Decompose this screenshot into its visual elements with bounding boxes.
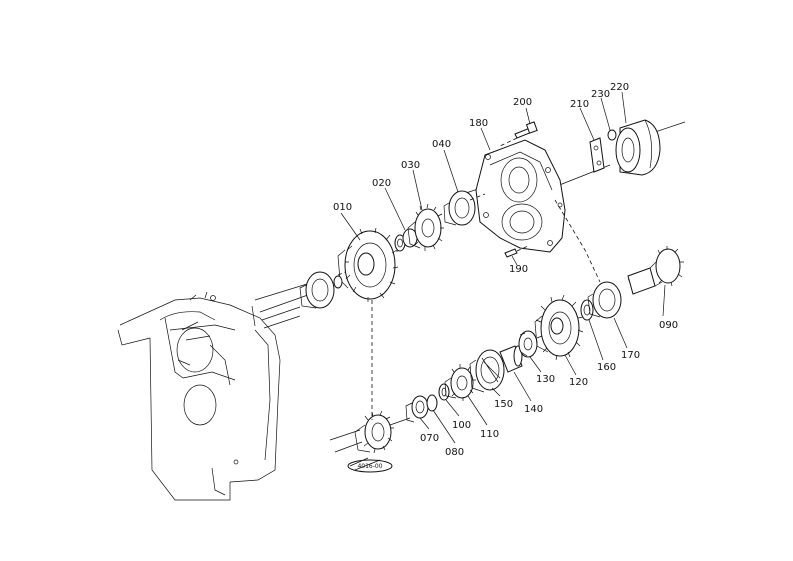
label-140: 140 — [524, 404, 543, 415]
label-100: 100 — [452, 420, 471, 431]
part-200-bolt — [499, 121, 538, 147]
callout-leaders — [340, 91, 666, 444]
part-120-gear — [534, 294, 584, 361]
part-030-gear — [407, 203, 444, 251]
label-130: 130 — [536, 374, 555, 385]
part-010-bearing — [299, 271, 343, 309]
label-010: 010 — [333, 202, 352, 213]
part-220-cap — [615, 119, 661, 176]
part-140-sleeve — [499, 345, 523, 373]
part-080-snap-ring — [426, 394, 438, 412]
label-110: 110 — [480, 429, 499, 440]
part-010-gear — [337, 227, 399, 302]
part-130-needle-bearing — [518, 330, 538, 358]
transmission-case — [117, 291, 281, 501]
part-180-housing-cover — [475, 139, 566, 253]
part-160-washer — [580, 299, 594, 321]
label-210: 210 — [570, 99, 589, 110]
part-210-plate — [589, 137, 605, 173]
label-070: 070 — [420, 433, 439, 444]
part-110-gear — [444, 364, 476, 401]
label-030: 030 — [401, 160, 420, 171]
label-200: 200 — [513, 97, 532, 108]
label-020: 020 — [372, 178, 391, 189]
label-040: 040 — [432, 139, 451, 150]
label-190: 190 — [509, 264, 528, 275]
part-170-bearing — [587, 281, 622, 319]
part-070-needle-bearing — [405, 395, 429, 423]
label-170: 170 — [621, 350, 640, 361]
stamp-label: 4016-00 — [357, 463, 382, 470]
label-150: 150 — [494, 399, 513, 410]
label-160: 160 — [597, 362, 616, 373]
label-090: 090 — [659, 320, 678, 331]
part-230-washer — [607, 129, 617, 141]
part-100-washer — [438, 383, 450, 401]
lower-drive-gear — [354, 410, 394, 454]
part-150-shift-collar — [469, 349, 505, 393]
label-180: 180 — [469, 118, 488, 129]
label-120: 120 — [569, 377, 588, 388]
label-230: 230 — [591, 89, 610, 100]
label-220: 220 — [610, 82, 629, 93]
assembly-guide-lines — [371, 193, 601, 420]
part-190-pin — [504, 245, 529, 258]
part-labels: 010 020 030 040 070 080 090 100 110 120 … — [333, 82, 678, 458]
label-080: 080 — [445, 447, 464, 458]
part-040-bearing — [443, 190, 476, 226]
part-090-shaft — [627, 246, 684, 295]
part-020-washer — [394, 228, 418, 252]
drawing-stamp: 4016-00 — [347, 459, 393, 473]
